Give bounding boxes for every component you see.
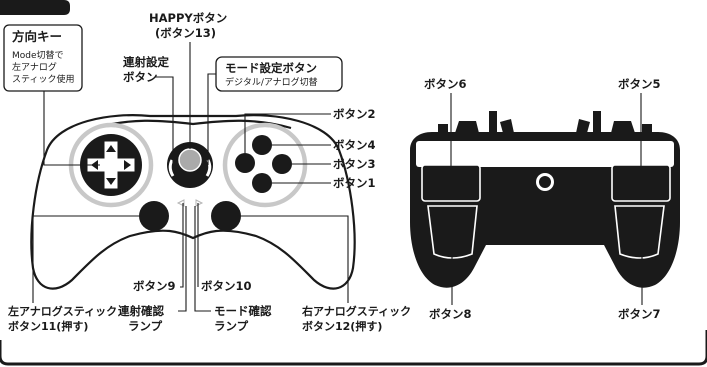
direction-key-desc-2: 左アナログ bbox=[12, 61, 57, 73]
button-2[interactable] bbox=[235, 153, 255, 173]
back-button8-label: ボタン8 bbox=[429, 307, 472, 321]
front-controller bbox=[30, 114, 356, 290]
back-top-tab-left-3 bbox=[489, 111, 497, 133]
back-center-port-inner bbox=[539, 176, 551, 188]
mode-lamp-leader bbox=[194, 206, 211, 312]
rapid-fire-label-1: 連射設定 bbox=[123, 55, 169, 69]
mode-setting-button[interactable] bbox=[205, 159, 212, 177]
right-stick-label-2: ボタン12(押す) bbox=[302, 319, 382, 333]
back-top-tab-right-4 bbox=[642, 124, 652, 133]
back-top-tab-left-4 bbox=[500, 119, 514, 133]
face-button-ring bbox=[222, 122, 308, 208]
rapid-lamp-label-2: ランプ bbox=[128, 319, 163, 333]
back-top-tab-right-1 bbox=[576, 119, 590, 133]
left-analog-stick[interactable] bbox=[139, 201, 169, 231]
button1-label: ボタン1 bbox=[333, 176, 376, 190]
rapid-fire-lamp bbox=[176, 199, 185, 207]
dpad-down-arrow bbox=[106, 178, 116, 185]
rapid-lamp-leader bbox=[178, 206, 187, 312]
direction-key-desc-3: スティック使用 bbox=[12, 73, 74, 85]
direction-key-leader bbox=[43, 91, 100, 166]
mode-setting-title: モード設定ボタン bbox=[225, 61, 317, 75]
back-top-tab-left-2 bbox=[455, 121, 479, 133]
button2-label: ボタン2 bbox=[333, 107, 376, 121]
mode-lamp bbox=[195, 199, 204, 207]
back-top-tab-right-2 bbox=[593, 111, 601, 133]
mode-setting-leader bbox=[207, 73, 216, 165]
mode-setting-desc: デジタル/アナログ切替 bbox=[225, 76, 318, 88]
mode-lamp-label-1: モード確認 bbox=[214, 304, 272, 318]
mode-lamp-label-2: ランプ bbox=[214, 319, 249, 333]
back-controller bbox=[410, 111, 680, 288]
back-top-tab-right-3 bbox=[611, 121, 635, 133]
left-stick-leader bbox=[32, 215, 139, 303]
button-4[interactable] bbox=[252, 135, 272, 155]
direction-key-desc-1: Mode切替で bbox=[12, 49, 64, 61]
button2-leader bbox=[244, 113, 331, 153]
button9-leader bbox=[180, 203, 184, 288]
left-stick-label-2: ボタン11(押す) bbox=[8, 319, 88, 333]
happy-label-2: (ボタン13) bbox=[155, 26, 216, 40]
dpad-up-arrow bbox=[106, 145, 116, 152]
top-ridge bbox=[94, 119, 292, 130]
rapid-fire-button[interactable] bbox=[168, 159, 175, 177]
back-top-tab-left-1 bbox=[438, 124, 448, 133]
back-button6-label: ボタン6 bbox=[424, 77, 467, 91]
left-stick-label-1: 左アナログスティック bbox=[7, 304, 117, 318]
direction-key-title: 方向キー bbox=[12, 29, 62, 44]
button-3[interactable] bbox=[272, 154, 292, 174]
right-analog-stick[interactable] bbox=[211, 201, 241, 231]
right-stick-leader bbox=[241, 215, 349, 303]
button10-label: ボタン10 bbox=[201, 279, 252, 293]
rapid-fire-label-2: ボタン bbox=[123, 70, 158, 84]
rapid-fire-leader bbox=[155, 76, 174, 165]
back-top-strip bbox=[416, 141, 674, 167]
button9-label: ボタン9 bbox=[133, 279, 176, 293]
back-button5-label: ボタン5 bbox=[618, 77, 661, 91]
button-1[interactable] bbox=[252, 173, 272, 193]
happy-button[interactable] bbox=[178, 148, 202, 172]
rapid-lamp-label-1: 連射確認 bbox=[118, 304, 164, 318]
panel-frame bbox=[0, 330, 707, 366]
dpad-cross[interactable] bbox=[86, 140, 136, 190]
right-stick-label-1: 右アナログスティック bbox=[301, 304, 411, 318]
button3-label: ボタン3 bbox=[333, 157, 376, 171]
button4-label: ボタン4 bbox=[333, 138, 376, 152]
back-button7-label: ボタン7 bbox=[618, 307, 661, 321]
direction-key-box bbox=[3, 24, 83, 92]
happy-label-1: HAPPYボタン bbox=[149, 11, 227, 25]
back-button-7[interactable] bbox=[614, 205, 665, 259]
dpad-right-arrow bbox=[124, 160, 131, 170]
header-tab bbox=[0, 0, 70, 15]
